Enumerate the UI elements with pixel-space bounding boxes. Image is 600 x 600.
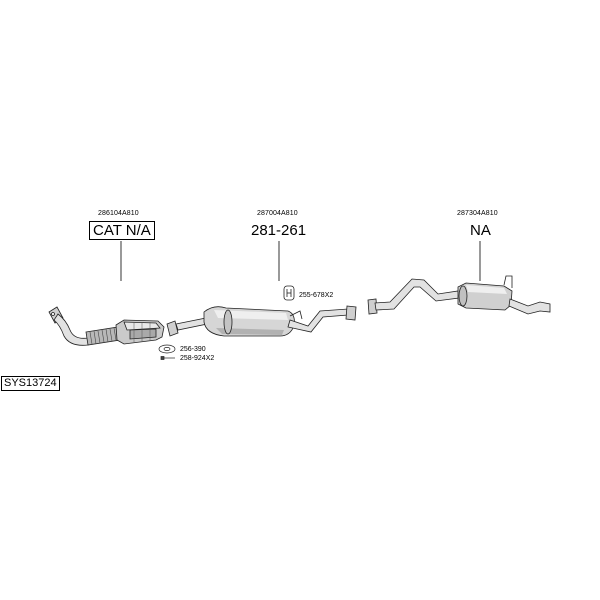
bolt-icon bbox=[160, 356, 175, 360]
gasket-part-number: 256-390 bbox=[180, 346, 206, 353]
rear-tailpipe bbox=[508, 298, 551, 315]
rear-silencer-assembly bbox=[367, 275, 551, 315]
bolt-part-number: 258-924X2 bbox=[180, 355, 215, 362]
rear-silencer-label: NA bbox=[470, 222, 491, 239]
hanger-icon bbox=[283, 285, 295, 301]
front-downpipe bbox=[53, 313, 89, 346]
middle-silencer-assembly bbox=[166, 305, 357, 337]
front-pipe-assembly bbox=[48, 306, 165, 346]
gasket-icon bbox=[158, 344, 176, 354]
middle-silencer-label: 281-261 bbox=[251, 222, 307, 239]
rear-oem-number: 287304A810 bbox=[457, 210, 498, 217]
rear-intermediate-pipe bbox=[374, 278, 460, 311]
front-oem-number: 286104A810 bbox=[98, 210, 139, 217]
system-code-label: SYS13724 bbox=[1, 376, 60, 391]
front-catalyst-label: CAT N/A bbox=[89, 221, 155, 240]
middle-oem-number: 287004A810 bbox=[257, 210, 298, 217]
hanger-part-number: 255-678X2 bbox=[299, 292, 334, 299]
